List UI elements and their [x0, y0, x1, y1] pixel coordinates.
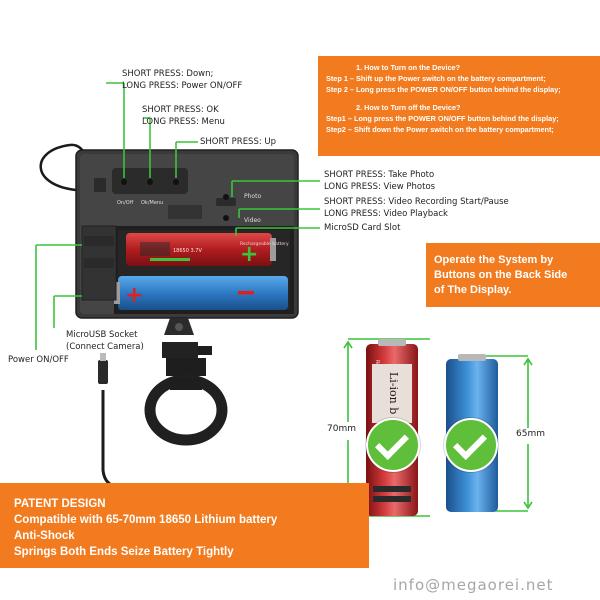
photo-button	[223, 194, 229, 200]
down-button	[121, 179, 127, 185]
turn-on-step2: Step 2 – Long press the POWER ON/OFF but…	[326, 85, 561, 95]
label-short-ok: SHORT PRESS: OK	[142, 105, 219, 115]
onoff-button-label: On/Off	[117, 200, 134, 206]
label-view-photos: LONG PRESS: View Photos	[324, 182, 436, 192]
turn-on-title: 1. How to Turn on the Device?	[356, 63, 461, 72]
label-take-photo: SHORT PRESS: Take Photo	[324, 170, 435, 180]
turn-off-step2: Step2 – Shift down the Power switch on t…	[326, 125, 554, 135]
blue-battery-plus: +	[125, 283, 143, 308]
patent-line1: PATENT DESIGN	[14, 498, 106, 510]
operate-line1: Operate the System by	[434, 253, 554, 266]
video-button	[223, 215, 229, 221]
okmenu-button-label: Ok/Menu	[141, 200, 164, 206]
instructions-box: 1. How to Turn on the Device? Step 1 – S…	[318, 56, 600, 156]
watermark-text: info@megaorei.net	[393, 576, 554, 594]
check-icon-red	[366, 418, 420, 472]
up-button	[173, 179, 179, 185]
label-video-play: LONG PRESS: Video Playback	[324, 209, 448, 219]
svg-text:Rechargeable battery: Rechargeable battery	[240, 241, 289, 247]
patent-line2: Compatible with 65-70mm 18650 Lithium ba…	[14, 514, 278, 526]
photo-button-label: Photo	[244, 193, 262, 200]
label-video-rec: SHORT PRESS: Video Recording Start/Pause	[324, 197, 509, 207]
blue-battery	[118, 276, 288, 310]
red-battery	[126, 233, 272, 266]
svg-text:18650 3.7V: 18650 3.7V	[173, 248, 202, 254]
operate-line3: of The Display.	[434, 283, 512, 296]
label-sd-slot: MicroSD Card Slot	[324, 223, 401, 233]
ok-button	[147, 179, 153, 185]
red-battery-brand: Li-ion b	[372, 364, 412, 423]
usb-plug	[98, 360, 108, 384]
operate-box: Operate the System by Buttons on the Bac…	[426, 243, 600, 307]
connector-lines	[35, 82, 320, 350]
label-usb-socket: MicroUSB Socket	[66, 330, 138, 340]
red-battery-plus: +	[240, 242, 258, 267]
usb-cable-lower	[101, 390, 111, 486]
turn-off-title: 2. How to Turn off the Device?	[356, 102, 461, 112]
label-usb-camera: (Connect Camera)	[66, 342, 144, 352]
video-button-label: Video	[244, 217, 261, 224]
dimension-65mm: 65mm	[516, 429, 545, 439]
patent-line3: Anti-Shock	[14, 530, 75, 542]
label-long-power: LONG PRESS: Power ON/OFF	[122, 81, 243, 91]
label-power-onoff: Power ON/OFF	[8, 355, 69, 365]
turn-off-step1: Step1 – Long press the POWER ON/OFF butt…	[326, 113, 559, 123]
operate-line2: Buttons on the Back Side	[434, 268, 568, 281]
check-icon-blue	[444, 418, 498, 472]
label-short-up: SHORT PRESS: Up	[200, 137, 277, 147]
patent-line4: Springs Both Ends Seize Battery Tightly	[14, 546, 234, 558]
label-long-menu: LONG PRESS: Menu	[142, 117, 225, 127]
turn-on-step1: Step 1 – Shift up the Power switch on th…	[326, 74, 546, 84]
patent-box: PATENT DESIGN Compatible with 65-70mm 18…	[0, 483, 369, 568]
label-short-down: SHORT PRESS: Down;	[122, 69, 214, 79]
blue-battery-minus	[238, 291, 254, 295]
dimension-70mm: 70mm	[327, 424, 356, 434]
